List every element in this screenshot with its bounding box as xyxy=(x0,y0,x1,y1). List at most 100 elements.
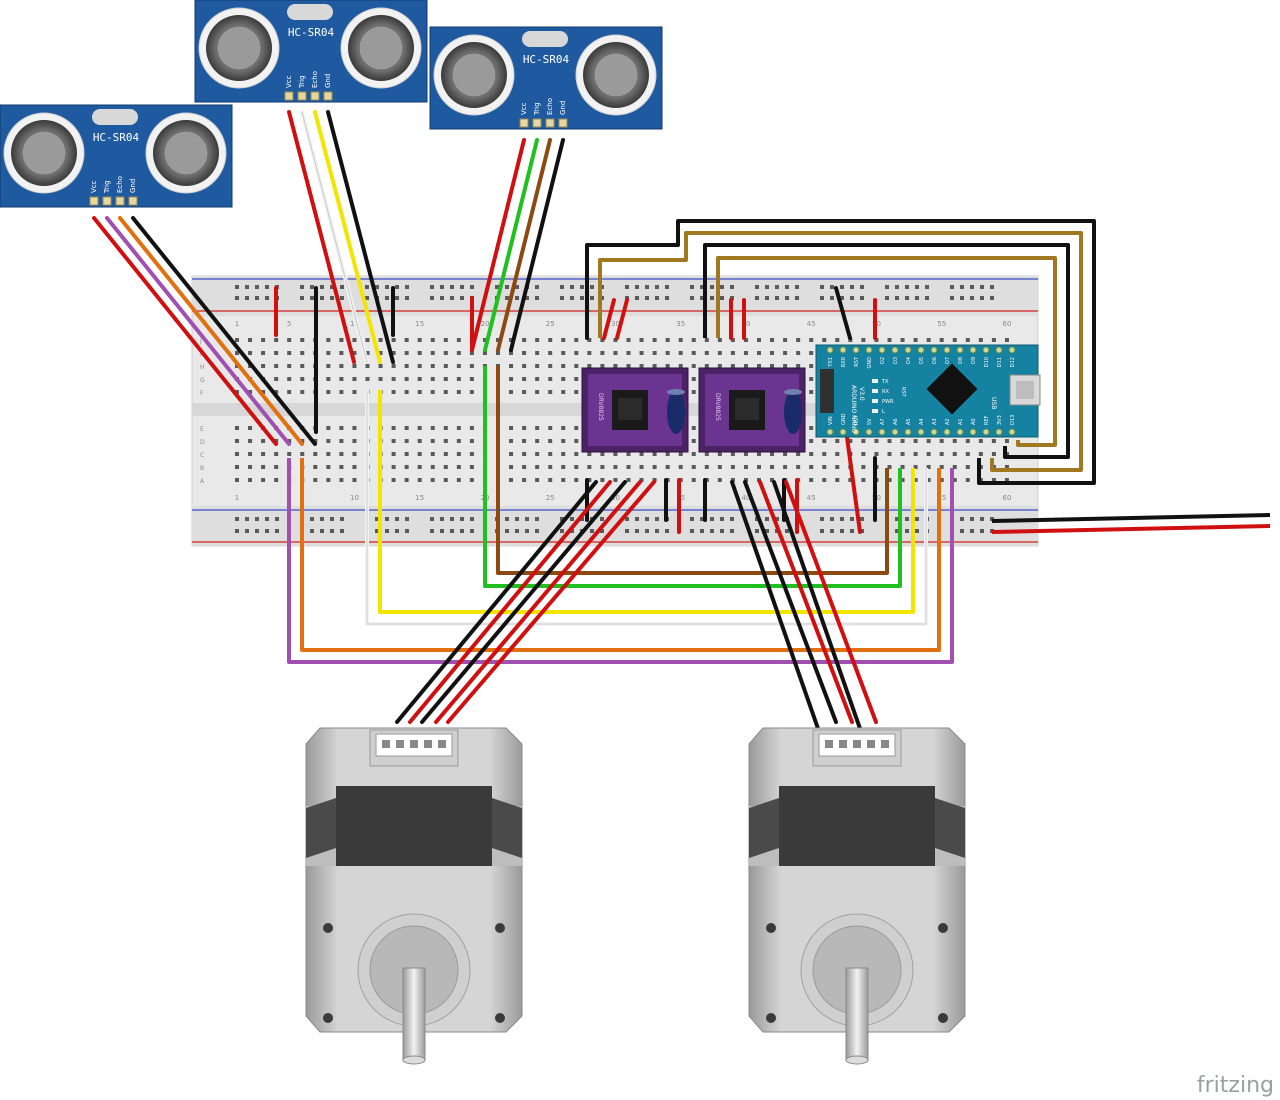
nano-pin-label: 3V3 xyxy=(997,415,1003,425)
nano-led-label: L xyxy=(882,409,885,415)
nano-pin-label: REF xyxy=(984,415,990,425)
nano-pin-label: VIN xyxy=(828,416,834,425)
column-number-top: 1 xyxy=(235,320,239,328)
column-number-top: 45 xyxy=(807,320,816,328)
sensor-pin-label: Trig xyxy=(103,180,111,194)
row-letter: A xyxy=(200,478,205,485)
stepper-motor-2 xyxy=(748,727,966,1065)
nano-pin-label: TX1 xyxy=(828,357,834,368)
row-letter: C xyxy=(200,452,204,459)
nano-led-label: RX xyxy=(882,389,889,395)
sensor-pin-label: Gnd xyxy=(324,74,332,88)
nano-pin-label: A7 xyxy=(880,418,886,425)
sensor-pin-label: Vcc xyxy=(90,180,98,193)
nano-led-label: PWR xyxy=(882,399,894,405)
column-number-top: 5 xyxy=(287,320,291,328)
sensor-wires xyxy=(92,110,565,446)
column-number-top: 35 xyxy=(676,320,685,328)
row-letter: J xyxy=(199,338,202,345)
row-letter: I xyxy=(200,351,202,358)
nano-pin-label: A0 xyxy=(971,418,977,425)
nano-pin-label: A6 xyxy=(893,418,899,425)
row-letter: B xyxy=(200,465,204,472)
nano-pin-label: RST xyxy=(854,356,860,367)
nano-pin-label: D9 xyxy=(971,357,977,364)
nano-board-label: ARDUINO NANO xyxy=(850,385,857,433)
column-number-bottom: 25 xyxy=(546,494,555,502)
column-number-top: 20 xyxy=(480,320,489,328)
column-number-bottom: 30 xyxy=(611,494,620,502)
nano-pin-label: A5 xyxy=(906,418,912,425)
sensor-pin-label: Gnd xyxy=(559,101,567,115)
nano-pin-label: D12 xyxy=(1010,357,1016,367)
nano-pin-label: 5V xyxy=(867,418,873,425)
column-number-bottom: 60 xyxy=(1002,494,1011,502)
signal-wires xyxy=(287,366,954,664)
column-number-bottom: 10 xyxy=(350,494,359,502)
stepper-driver-2: DRV8825 xyxy=(698,367,806,453)
column-number-bottom: 40 xyxy=(741,494,750,502)
column-number-top: 30 xyxy=(611,320,620,328)
nano-pin-label: D11 xyxy=(997,357,1003,367)
nano-pin-label: D2 xyxy=(880,357,886,364)
row-letter: E xyxy=(200,426,204,433)
nano-pin-label: D6 xyxy=(932,357,938,364)
column-number-top: 25 xyxy=(546,320,555,328)
sensor-pin-label: Echo xyxy=(546,98,554,115)
loop-wires xyxy=(585,219,1271,534)
sensor-pin-label: Gnd xyxy=(129,179,137,193)
nano-usb-label: USB xyxy=(990,397,997,409)
nano-pin-label: D10 xyxy=(984,357,990,367)
row-letter: D xyxy=(200,439,205,446)
nano-pin-label: A4 xyxy=(919,418,925,425)
motor-wires xyxy=(395,480,878,742)
column-number-bottom: 55 xyxy=(937,494,946,502)
column-number-bottom: 1 xyxy=(235,494,239,502)
column-number-top: 55 xyxy=(937,320,946,328)
column-number-top: 15 xyxy=(415,320,424,328)
driver-chip-label: DRV8825 xyxy=(714,393,721,421)
driver-chip-label: DRV8825 xyxy=(597,393,604,421)
sensor-pin-label: Echo xyxy=(116,176,124,193)
power-rail-holes xyxy=(235,285,994,533)
sensor-pin-label: Vcc xyxy=(285,75,293,88)
fritzing-watermark: fritzing xyxy=(1196,1073,1274,1098)
sensor-pin-label: Echo xyxy=(311,71,319,88)
nano-bottom-header: D13 3V3 REF A0 A1 A2 A3 A4 A5 A6 A7 5V RST GND VIN xyxy=(826,413,1016,436)
sensor-pin-label: Trig xyxy=(298,75,306,89)
nano-pin-label: D7 xyxy=(945,357,951,364)
sensor-name-label: HC-SR04 xyxy=(288,26,335,39)
nano-pin-label: A3 xyxy=(932,418,938,425)
column-number-bottom: 15 xyxy=(415,494,424,502)
stepper-motors xyxy=(305,727,966,1065)
nano-pin-label: A1 xyxy=(958,418,964,425)
sensor-name-label: HC-SR04 xyxy=(523,53,570,66)
nano-pin-label: D5 xyxy=(919,357,925,364)
nano-pin-label: A2 xyxy=(945,418,951,425)
nano-pin-label: RST xyxy=(854,414,860,425)
sensor-pin-label: Trig xyxy=(533,102,541,116)
sensor-name-label: HC-SR04 xyxy=(93,131,140,144)
nano-pin-label: D3 xyxy=(893,357,899,364)
nano-pin-label: GND xyxy=(841,413,847,425)
row-letter: G xyxy=(200,377,205,384)
stepper-motor-1 xyxy=(305,727,523,1065)
column-number-top: 60 xyxy=(1002,320,1011,328)
row-letter: H xyxy=(200,364,205,371)
stepper-driver-1: DRV8825 xyxy=(581,367,689,453)
nano-pin-label: RX0 xyxy=(841,357,847,367)
nano-rst-label: RST xyxy=(900,387,906,398)
nano-pin-label: D13 xyxy=(1010,415,1016,425)
sensor-pin-label: Vcc xyxy=(520,102,528,115)
row-letter: F xyxy=(200,390,204,397)
column-number-top: 10 xyxy=(350,320,359,328)
